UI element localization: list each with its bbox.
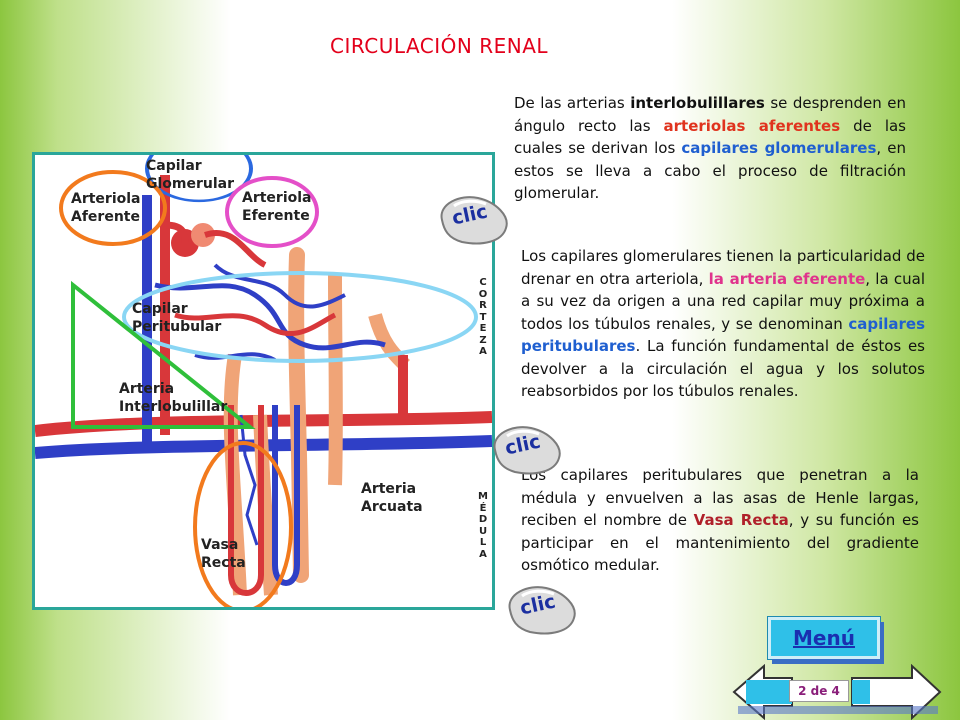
mouse-icon [508, 586, 576, 635]
clic-button-2[interactable]: clic [485, 422, 565, 478]
text-segment: De las arterias [514, 94, 631, 112]
text-segment: Los capilares peritubulares que penetran… [521, 466, 919, 529]
text-segment: , la cual a su vez da origen a una red c… [521, 269, 926, 333]
paragraph-peritubular: Los capilares glomerulares tienen la par… [521, 245, 925, 403]
label-interlobulillar: Interlobulillar [119, 399, 227, 415]
label-eferente: Eferente [242, 208, 310, 224]
highlight-arteriola-eferente [225, 176, 319, 248]
label-capilar: Capilar [132, 301, 188, 317]
medula-text: MÉDULA [478, 491, 488, 560]
menu-label: Menú [793, 626, 855, 650]
text-segment: Los capilares glomerulares tienen la par… [521, 247, 925, 288]
label-medula: MÉDULA [478, 491, 488, 560]
label-capilar: Capilar [146, 158, 202, 174]
label-peritubular: Peritubular [132, 319, 221, 335]
page-indicator: 2 de 4 [789, 680, 849, 702]
clic-button-3[interactable]: clic [500, 582, 580, 638]
text-segment: . La función fundamental de éstos es dev… [521, 337, 925, 400]
term-vasa-recta: Vasa Recta [693, 511, 789, 529]
term-interlobulillares: interlobulillares [630, 94, 765, 112]
clic-button-1[interactable]: clic [432, 192, 512, 248]
label-arteriola: Arteriola [242, 190, 312, 206]
pager-controls [732, 664, 942, 720]
label-corteza: CORTEZA [478, 277, 488, 358]
renal-circulation-diagram: Capilar Glomerular Arteriola Aferente Ar… [32, 152, 495, 610]
page-title: CIRCULACIÓN RENAL [330, 34, 549, 58]
highlight-capilar-peritubular [122, 271, 478, 363]
corteza-text: CORTEZA [478, 277, 488, 357]
label-recta: Recta [201, 555, 246, 571]
highlight-arteria-interlobulillar [71, 280, 256, 429]
text-segment: de las cuales se derivan los [514, 116, 906, 158]
label-vasa: Vasa [201, 537, 238, 553]
mouse-icon [493, 426, 561, 475]
term-arteriolas-aferentes: arteriolas aferentes [663, 116, 841, 135]
paragraph-vasa-recta: Los capilares peritubulares que penetran… [521, 464, 919, 577]
text-segment: se desprenden en ángulo recto las [514, 94, 906, 135]
label-arteria: Arteria [361, 481, 416, 497]
kidney-vessels-illustration: Capilar Glomerular Arteriola Aferente Ar… [35, 155, 492, 607]
menu-button[interactable]: Menú [768, 617, 880, 659]
label-arteria: Arteria [119, 381, 174, 397]
term-capilares-glomerulares: capilares glomerulares [681, 139, 877, 157]
mouse-icon [440, 196, 508, 245]
highlight-capilar-glomerular [145, 155, 253, 203]
text-segment: , en estos se lleva a cabo el proceso de… [514, 139, 906, 202]
highlight-vasa-recta [193, 441, 293, 607]
text-segment: , y su función es participar en el mante… [521, 511, 919, 574]
highlight-arteriola-aferente [59, 170, 167, 246]
paragraph-filtration: De las arterias interlobulillares se des… [514, 92, 906, 205]
term-capilares-peritubulares: capilares peritubulares [521, 314, 925, 356]
label-glomerular: Glomerular [146, 176, 234, 192]
label-aferente: Aferente [71, 209, 140, 225]
label-arteriola: Arteriola [71, 191, 141, 207]
term-arteria-eferente: la arteria eferente [708, 269, 866, 288]
label-arcuata: Arcuata [361, 499, 423, 515]
